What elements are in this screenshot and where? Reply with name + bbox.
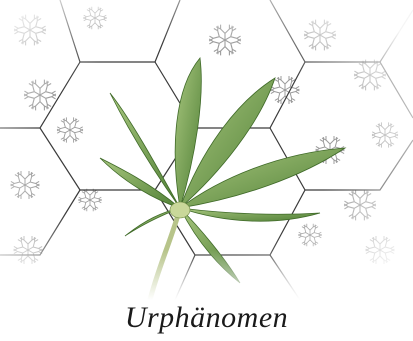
caption: Urphänomen <box>124 301 289 334</box>
cannabis-leaf-image <box>99 57 347 300</box>
illustration <box>0 0 413 300</box>
